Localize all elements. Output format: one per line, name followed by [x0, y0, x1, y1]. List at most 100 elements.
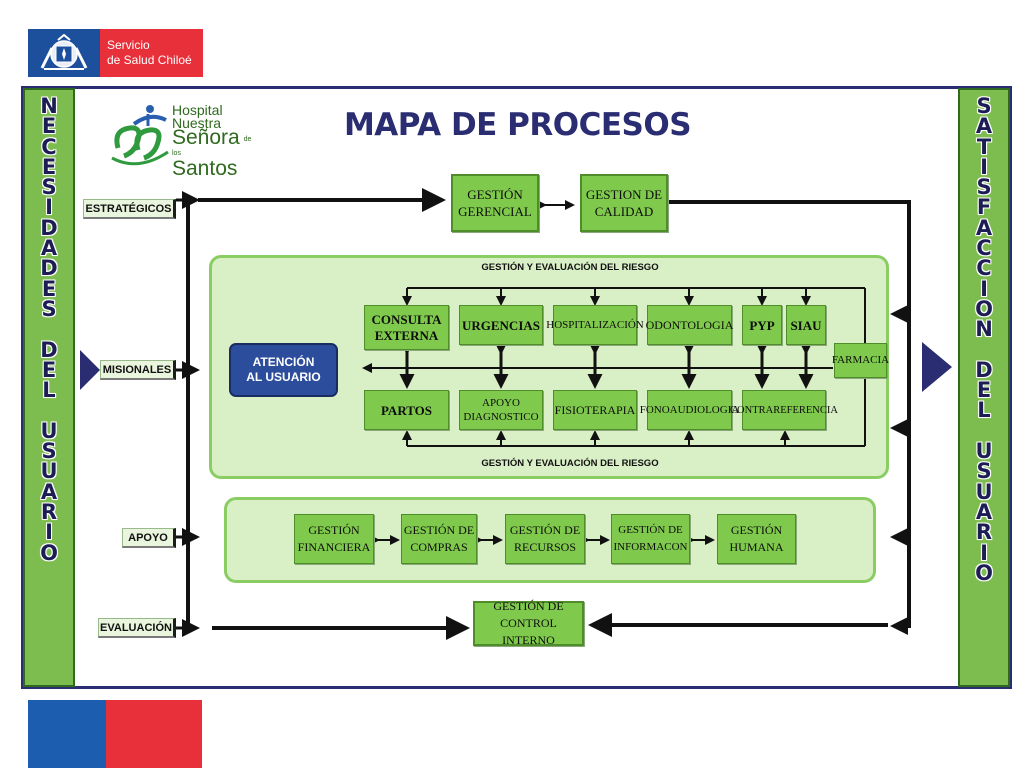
label-misionales: MISIONALES [100, 360, 176, 380]
left-band-letter: I [45, 520, 53, 545]
hospital-line-1: Hospital [172, 102, 223, 118]
box-gestion-gerencial: GESTIÓN GERENCIAL [451, 174, 539, 232]
left-band-letter: D [40, 215, 58, 240]
right-band-letter: U [975, 479, 993, 504]
gestion-calidad-l2: CALIDAD [594, 204, 654, 219]
left-band-letter: R [40, 499, 58, 524]
label-apoyo: APOYO [122, 528, 176, 548]
footer-flag-blue [28, 700, 106, 768]
right-band-letter: C [976, 256, 992, 281]
label-evaluacion: EVALUACIÓN [98, 618, 176, 638]
right-band-letter: L [977, 398, 991, 423]
riesgo-top-label: GESTIÓN Y EVALUACIÓN DEL RIESGO [481, 262, 659, 273]
recursos-l2: RECURSOS [513, 540, 577, 554]
hospital-name: Hospital Nuestra Señora de los Santos [172, 102, 252, 179]
right-band-letter: S [976, 175, 992, 200]
right-band-letter: I [980, 154, 988, 179]
left-band-letter: U [40, 459, 58, 484]
right-band-letter: T [976, 134, 992, 159]
box-hospitalizacion: HOSPITALIZACIÓN [546, 305, 644, 345]
left-band-letter: S [41, 296, 57, 321]
left-band-letter: I [45, 195, 53, 220]
left-band-letter: C [41, 134, 57, 159]
box-urgencias: URGENCIAS [459, 305, 543, 345]
right-band-letter: A [975, 215, 993, 240]
left-band-letter: D [40, 337, 58, 362]
informacion-l2: INFORMACON [613, 541, 688, 553]
recursos-l1: GESTIÓN DE [509, 523, 581, 537]
consulta-l1: CONSULTA [371, 311, 442, 327]
right-band-letter: O [975, 296, 993, 321]
hospital-line-3-small: de los [172, 136, 252, 157]
box-consulta-externa: CONSULTA EXTERNA [364, 305, 449, 350]
hospital-logo-icon [111, 105, 169, 166]
informacion-l1: GESTIÓN DE [618, 524, 683, 536]
right-band-letter: I [980, 540, 988, 565]
right-band-letter: F [976, 195, 992, 220]
box-gestion-recursos: GESTIÓN DE RECURSOS [505, 514, 585, 564]
box-partos: PARTOS [364, 390, 449, 430]
consulta-l2: EXTERNA [374, 327, 439, 343]
control-l2: CONTROL INTERNO [500, 616, 557, 647]
left-band-letter: E [41, 114, 57, 139]
left-band-letter: E [41, 276, 57, 301]
left-band-letter: L [42, 378, 56, 403]
logo-text-block: Servicio de Salud Chiloé [100, 29, 203, 77]
atencion-l1: ATENCIÓN [252, 355, 315, 369]
box-gestion-financiera: GESTIÓN FINANCIERA [294, 514, 374, 564]
left-band-letter: A [40, 479, 58, 504]
left-band-letter: E [41, 154, 57, 179]
logo-line-1: Servicio [107, 38, 150, 52]
compras-l2: COMPRAS [410, 540, 468, 554]
right-band-letter: I [980, 276, 988, 301]
label-estrategicos: ESTRATÉGICOS [83, 199, 176, 219]
control-l1: GESTIÓN DE [493, 599, 564, 613]
gestion-gerencial-l1: GESTIÓN [467, 187, 523, 202]
compras-l1: GESTIÓN DE [403, 523, 475, 537]
riesgo-bottom-label: GESTIÓN Y EVALUACIÓN DEL RIESGO [481, 458, 659, 469]
left-band-letter: S [41, 439, 57, 464]
left-band-letter: N [40, 94, 58, 118]
box-gestion-compras: GESTIÓN DE COMPRAS [401, 514, 477, 564]
left-band-letter: D [40, 256, 58, 281]
box-siau: SIAU [786, 305, 826, 345]
left-band-letter: S [41, 175, 57, 200]
right-band-letter: R [975, 520, 993, 545]
right-band-letter: C [976, 236, 992, 261]
hospital-line-2: Nuestra [172, 114, 222, 131]
logo-line-2: de Salud Chiloé [107, 53, 192, 67]
box-contrarreferencia: CONTRAREFERENCIA [730, 390, 838, 430]
box-fonoaudiologia: FONOAUDIOLOGIA [640, 390, 739, 430]
box-gestion-calidad: GESTION DE CALIDAD [580, 174, 668, 232]
financiera-l1: GESTIÓN [308, 523, 360, 537]
right-band-letter: S [976, 94, 992, 118]
right-band-letter: N [975, 317, 993, 342]
right-band-letter: O [975, 560, 993, 585]
box-apoyo-diagnostico: APOYO DIAGNOSTICO [459, 390, 543, 430]
gestion-gerencial-l2: GERENCIAL [458, 204, 532, 219]
financiera-l2: FINANCIERA [297, 540, 371, 554]
gestion-calidad-l1: GESTION DE [585, 187, 663, 202]
humana-l2: HUMANA [729, 540, 784, 554]
right-band-letter: U [975, 439, 993, 464]
box-fisioterapia: FISIOTERAPIA [553, 390, 637, 430]
footer-flag-red [106, 700, 202, 768]
coat-of-arms-icon [40, 34, 88, 70]
box-control-interno: GESTIÓN DE CONTROL INTERNO [473, 599, 584, 647]
right-band-letter: A [975, 499, 993, 524]
box-odontologia: ODONTOLOGIA [646, 305, 733, 345]
right-band-letter: E [976, 378, 992, 403]
box-pyp: PYP [742, 305, 782, 345]
box-farmacia: FARMACIA [832, 343, 889, 378]
right-band-letter: D [975, 357, 993, 382]
right-band-letter: S [976, 459, 992, 484]
hospital-line-3: Señora [172, 126, 240, 149]
apoyo-diag-l2: DIAGNOSTICO [463, 411, 539, 423]
apoyo-diag-l1: APOYO [482, 397, 520, 409]
atencion-l2: AL USUARIO [246, 370, 321, 384]
left-band-letter: O [40, 540, 58, 565]
